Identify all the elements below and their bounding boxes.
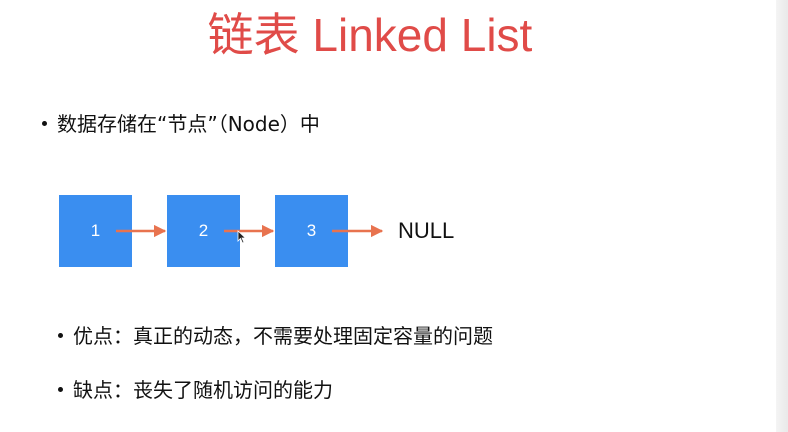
bullet-node-storage: 数据存储在“节点”（Node）中 [42, 110, 320, 138]
bullet-dot [58, 333, 63, 338]
bullet-dot [42, 121, 47, 126]
bullet-text: 优点：真正的动态，不需要处理固定容量的问题 [73, 324, 493, 348]
bullet-disadvantage: 缺点：丧失了随机访问的能力 [58, 376, 333, 404]
bullet-text: 缺点：丧失了随机访问的能力 [73, 378, 333, 402]
bullet-dot [58, 387, 63, 392]
list-node-3: 3 [275, 195, 348, 267]
list-node-1: 1 [59, 195, 132, 267]
list-node-2: 2 [167, 195, 240, 267]
bullet-advantage: 优点：真正的动态，不需要处理固定容量的问题 [58, 322, 493, 350]
null-label: NULL [398, 218, 455, 243]
mouse-cursor-icon [237, 230, 247, 244]
bullet-text: 数据存储在“节点”（Node）中 [57, 112, 320, 136]
window-edge [776, 0, 788, 432]
slide-title: 链表 Linked List [207, 9, 533, 61]
